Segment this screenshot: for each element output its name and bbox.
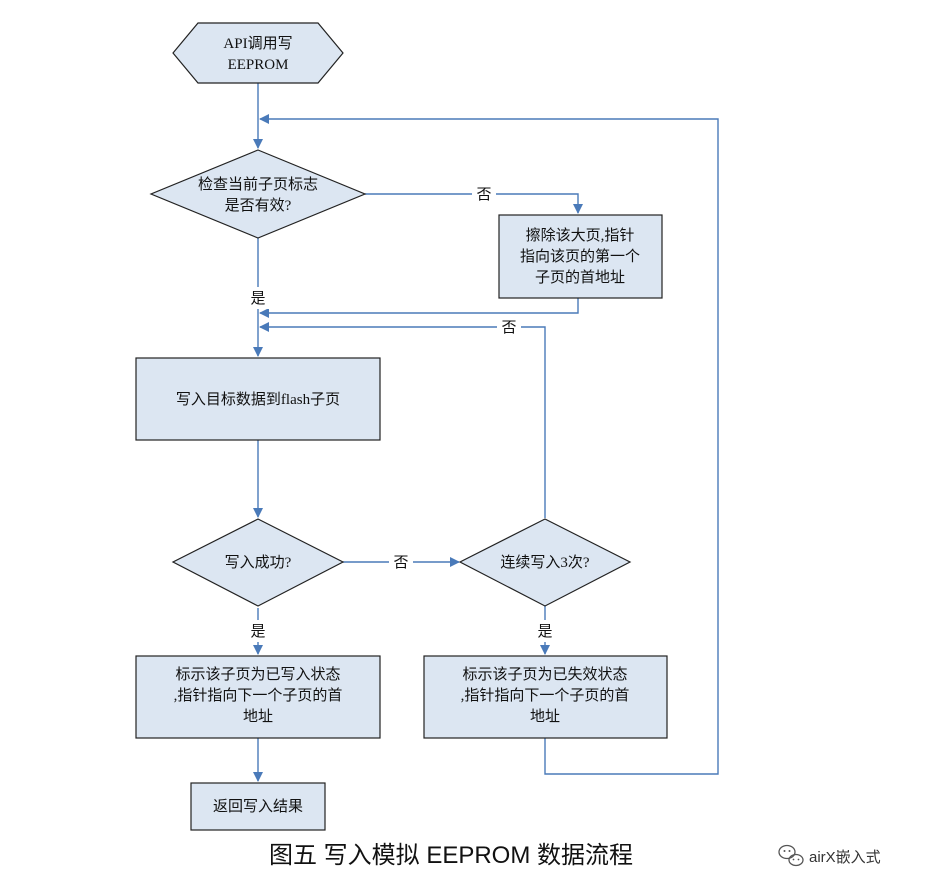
node-check-subpage: 检查当前子页标志 是否有效?	[149, 149, 367, 239]
node-erase-line-3: 子页的首地址	[535, 269, 625, 286]
edge-retry-no-loop	[259, 322, 546, 518]
node-mark-invalid: 标示该子页为已失效状态 ,指针指向下一个子页的首 地址	[423, 655, 668, 739]
node-retry-line-1: 连续写入3次?	[500, 554, 590, 571]
node-erase-line-1: 擦除该大页,指针	[526, 227, 635, 244]
label-retry-yes: 是	[537, 624, 552, 640]
node-invalid-line-2: ,指针指向下一个子页的首	[461, 687, 630, 704]
node-erase-page: 擦除该大页,指针 指向该页的第一个 子页的首地址	[498, 214, 663, 299]
node-write-data: 写入目标数据到flash子页	[135, 357, 381, 441]
edge-check-to-erase	[365, 193, 583, 214]
node-start-line-1: API调用写	[223, 35, 292, 52]
node-start-line-2: EEPROM	[228, 57, 289, 73]
node-mark-written: 标示该子页为已写入状态 ,指针指向下一个子页的首 地址	[135, 655, 381, 739]
watermark-text: airX嵌入式	[809, 849, 881, 866]
label-success-yes: 是	[250, 624, 265, 640]
node-return-result: 返回写入结果	[190, 782, 326, 831]
node-start: API调用写 EEPROM	[172, 22, 344, 84]
node-written-line-3: 地址	[243, 708, 273, 725]
node-retry-three: 连续写入3次?	[458, 518, 632, 607]
edge-invalid-loop-back	[259, 114, 719, 775]
figure-caption: 图五 写入模拟 EEPROM 数据流程	[269, 842, 633, 869]
edge-erase-to-main	[259, 298, 579, 318]
label-check-yes: 是	[250, 291, 265, 307]
wechat-icon	[778, 844, 804, 867]
node-success-line-1: 写入成功?	[225, 554, 292, 571]
node-check-line-2: 是否有效?	[225, 197, 292, 214]
node-return-line-1: 返回写入结果	[213, 798, 303, 815]
label-check-no: 否	[476, 187, 491, 203]
label-success-no: 否	[393, 555, 408, 571]
node-write-line-1: 写入目标数据到flash子页	[176, 391, 340, 408]
node-invalid-line-1: 标示该子页为已失效状态	[462, 666, 627, 683]
label-retry-no: 否	[501, 320, 516, 336]
edge-labels: 否 是 否 否 是 是	[244, 182, 559, 642]
node-write-success: 写入成功?	[171, 518, 345, 607]
node-check-line-1: 检查当前子页标志	[198, 176, 318, 193]
node-erase-line-2: 指向该页的第一个	[520, 247, 640, 265]
node-invalid-line-3: 地址	[530, 708, 560, 725]
node-written-line-2: ,指针指向下一个子页的首	[174, 687, 343, 704]
watermark: airX嵌入式	[778, 844, 881, 867]
edges	[253, 83, 719, 782]
node-written-line-1: 标示该子页为已写入状态	[175, 666, 340, 683]
